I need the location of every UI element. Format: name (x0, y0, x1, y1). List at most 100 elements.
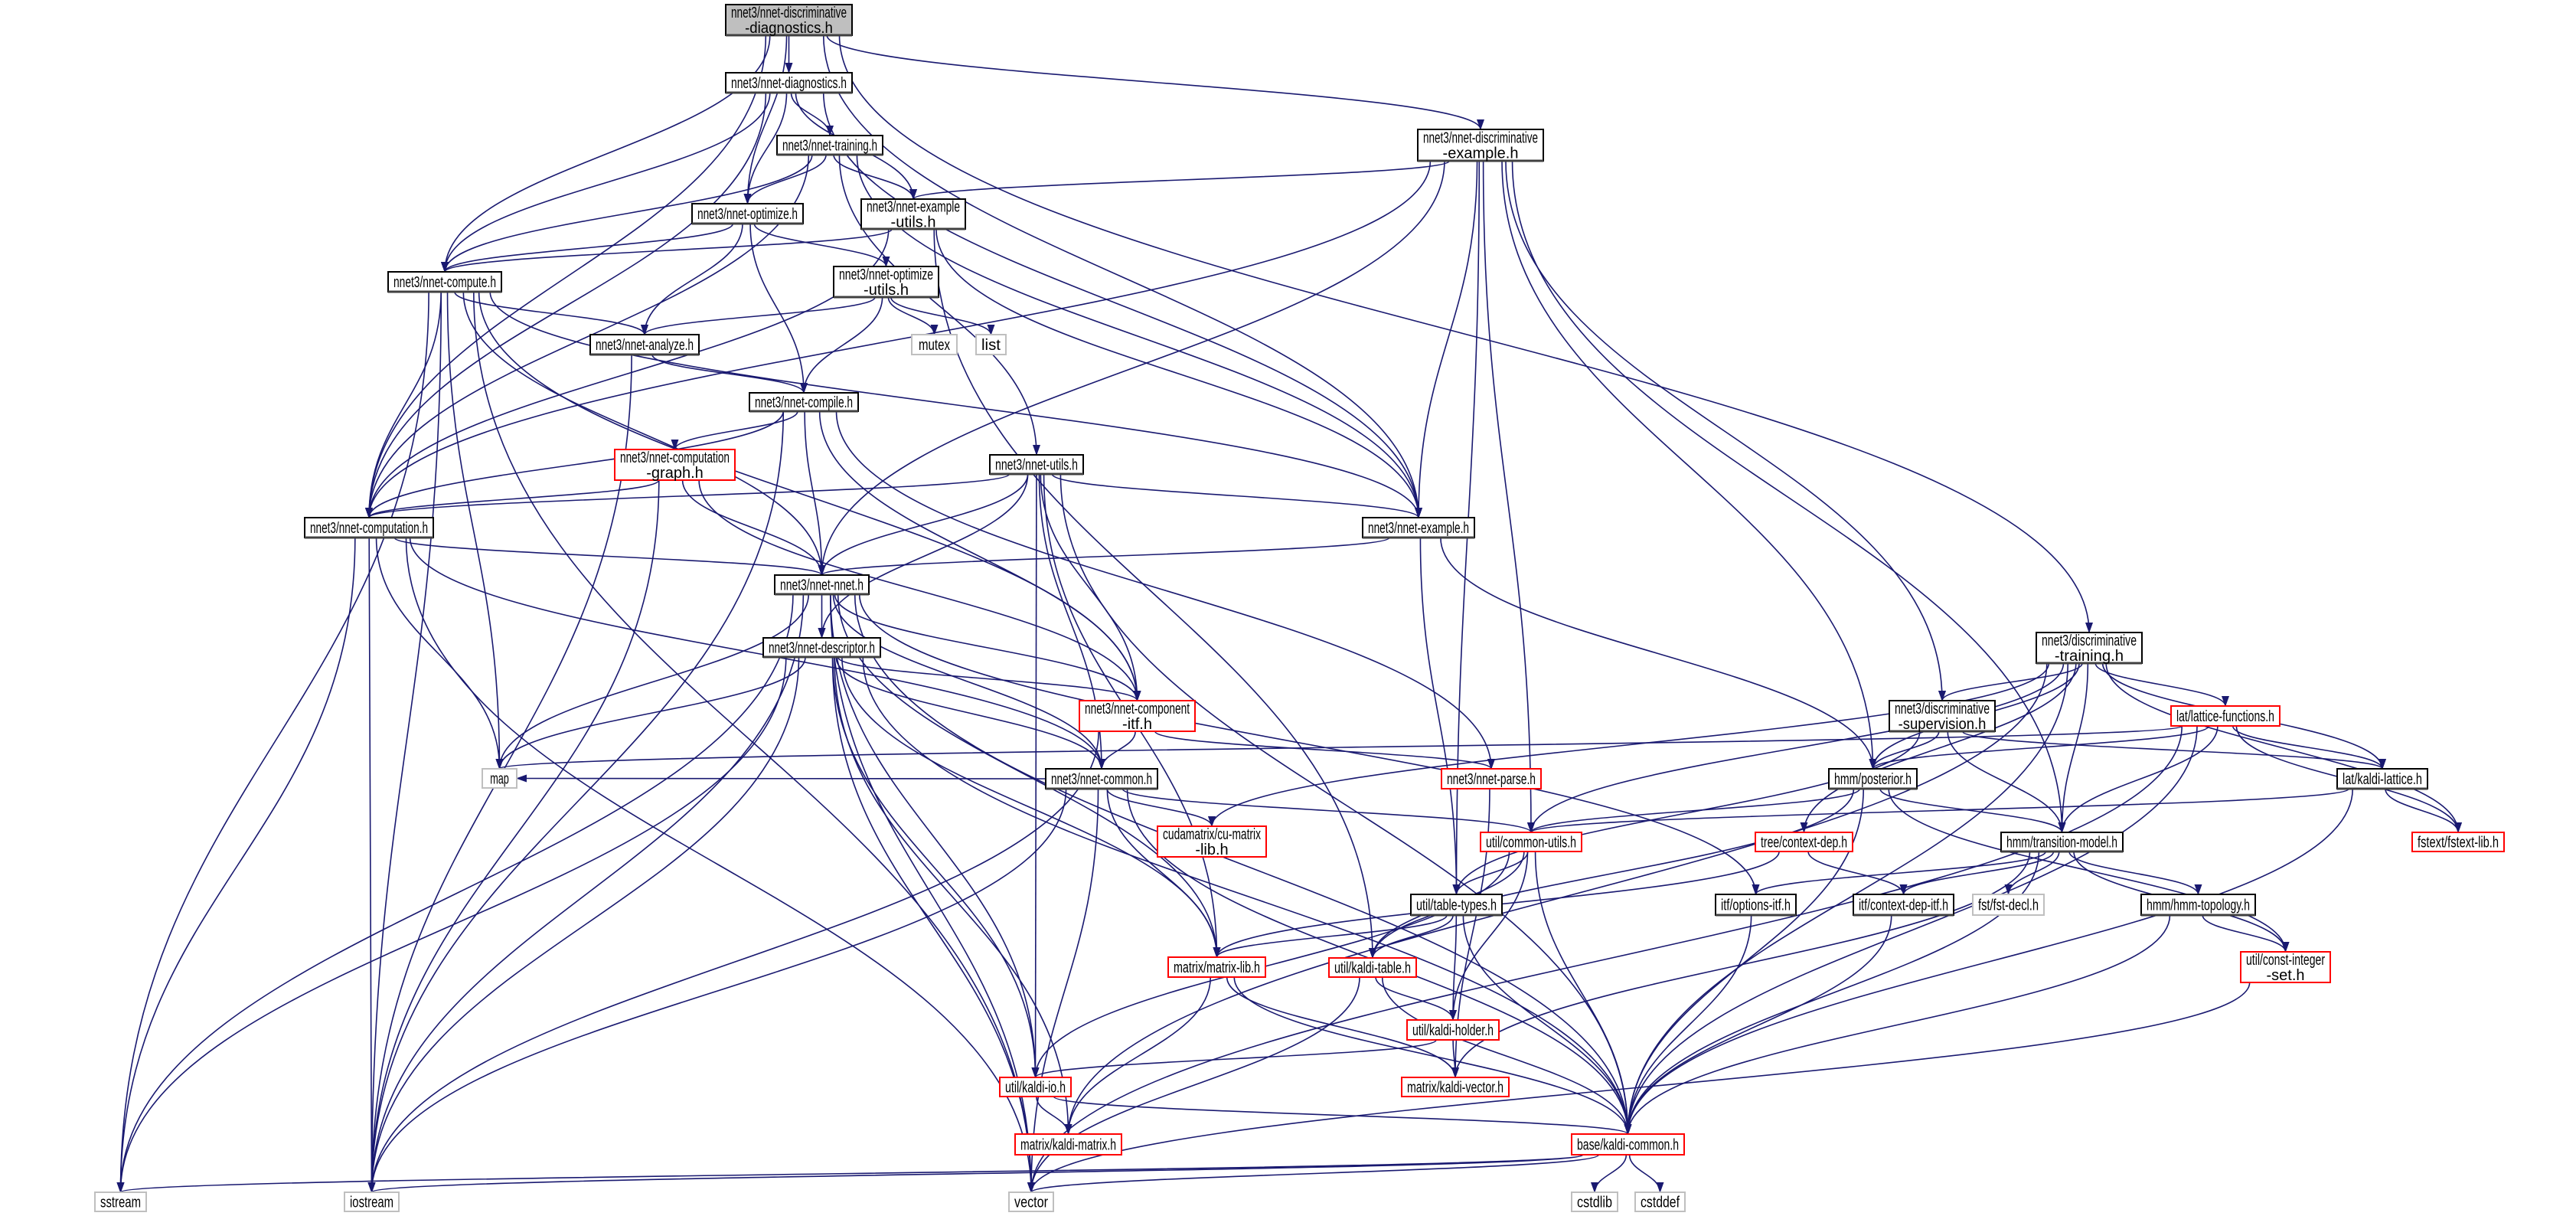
edge-hmm-transition-model-h-to-hmm-hmm-topology-h (2068, 851, 2202, 895)
node-box (691, 203, 804, 224)
node-nnet3-nnet-discriminative-diagnostics-h[interactable]: nnet3/nnet-discriminative-diagnostics.h (725, 4, 853, 37)
edge-base-kaldi-common-h-to-sstream (117, 1154, 1584, 1193)
edge-nnet3-discriminative-supervision-h-to-util-table-types-h (1452, 731, 1921, 895)
node-util-kaldi-holder-h[interactable]: util/kaldi-holder.h (1406, 1019, 1500, 1041)
edge-nnet3-discriminative-training-h-to-lat-lattice-functions-h (2094, 662, 2229, 707)
edge-base-kaldi-common-h-to-vector (1027, 1154, 1600, 1193)
node-box (1406, 1019, 1500, 1041)
node-nnet3-nnet-component-itf-h[interactable]: nnet3/nnet-component-itf.h (1079, 700, 1196, 733)
edge-nnet3-nnet-descriptor-h-to-matrix-kaldi-matrix-h (834, 656, 1073, 1135)
node-hmm-hmm-topology-h[interactable]: hmm/hmm-topology.h (2140, 894, 2256, 917)
node-box (762, 637, 881, 658)
node-box (614, 449, 736, 481)
node-label: nnet3/nnet-optimize.h (697, 206, 798, 223)
node-cudamatrix-cu-matrix-lib-h[interactable]: cudamatrix/cu-matrix-lib.h (1157, 825, 1267, 858)
node-lat-lattice-functions-h[interactable]: lat/lattice-functions.h (2170, 705, 2281, 727)
node-box (1634, 1191, 1686, 1212)
node-hmm-posterior-h[interactable]: hmm/posterior.h (1828, 768, 1918, 790)
edge-nnet3-discriminative-training-h-to-util-common-utils-h (1527, 662, 2065, 833)
node-box (344, 1191, 400, 1212)
edge-nnet3-nnet-utils-h-to-util-kaldi-io-h (1031, 473, 1040, 1078)
edge-util-common-utils-h-to-base-kaldi-common-h (1534, 851, 1632, 1135)
node-nnet3-nnet-discriminative-example-h[interactable]: nnet3/nnet-discriminative-example.h (1417, 129, 1544, 162)
node-nnet3-nnet-descriptor-h[interactable]: nnet3/nnet-descriptor.h (762, 637, 881, 659)
node-box (94, 1191, 147, 1212)
node-itf-options-itf-h[interactable]: itf/options-itf.h (1715, 894, 1797, 917)
node-label: map (490, 771, 509, 788)
node-nnet3-nnet-compute-h[interactable]: nnet3/nnet-compute.h (387, 271, 502, 293)
node-label: util/kaldi-io.h (1005, 1080, 1066, 1097)
node-box (1972, 894, 2045, 916)
edge-base-kaldi-common-h-to-cstddef (1628, 1154, 1664, 1193)
node-util-common-utils-h[interactable]: util/common-utils.h (1480, 832, 1582, 852)
node-util-table-types-h[interactable]: util/table-types.h (1410, 894, 1503, 917)
edge-nnet3-nnet-descriptor-h-to-nnet3-nnet-component-itf-h (837, 656, 1141, 701)
edge-nnet3-nnet-diagnostics-h-to-nnet3-nnet-example-h (822, 92, 1422, 518)
edge-nnet3-nnet-descriptor-h-to-sstream (116, 656, 787, 1193)
node-nnet3-nnet-utils-h[interactable]: nnet3/nnet-utils.h (989, 454, 1084, 476)
node-nnet3-nnet-analyze-h[interactable]: nnet3/nnet-analyze.h (589, 334, 700, 356)
node-itf-context-dep-itf-h[interactable]: itf/context-dep-itf.h (1853, 894, 1954, 917)
node-label: -utils.h (864, 282, 909, 299)
node-nnet3-nnet-training-h[interactable]: nnet3/nnet-training.h (776, 135, 883, 156)
node-label: hmm/posterior.h (1834, 771, 1912, 788)
edge-nnet3-nnet-nnet-h-to-sstream (116, 593, 794, 1193)
edges-layer (116, 34, 2462, 1193)
node-matrix-kaldi-matrix-h[interactable]: matrix/kaldi-matrix.h (1014, 1133, 1122, 1156)
node-label: nnet3/discriminative (2042, 633, 2137, 649)
edge-nnet3-nnet-discriminative-example-h-to-hmm-posterior-h (1501, 160, 1877, 770)
node-label: -lib.h (1195, 842, 1228, 858)
edge-nnet3-nnet-compile-h-to-nnet3-nnet-computation-graph-h (671, 410, 798, 450)
node-box (1410, 894, 1503, 916)
node-nnet3-nnet-common-h[interactable]: nnet3/nnet-common.h (1045, 768, 1158, 790)
node-nnet3-nnet-example-utils-h[interactable]: nnet3/nnet-example-utils.h (860, 198, 966, 231)
node-matrix-matrix-lib-h[interactable]: matrix/matrix-lib.h (1167, 956, 1266, 978)
node-fstext-fstext-lib-h[interactable]: fstext/fstext-lib.h (2411, 832, 2505, 852)
node-label: lat/kaldi-lattice.h (2343, 771, 2422, 788)
edge-hmm-transition-model-h-to-itf-context-dep-itf-h (1899, 851, 2055, 895)
node-util-kaldi-table-h[interactable]: util/kaldi-table.h (1328, 957, 1417, 978)
node-util-kaldi-io-h[interactable]: util/kaldi-io.h (999, 1077, 1072, 1097)
node-label: -diagnostics.h (745, 20, 833, 37)
node-nnet3-discriminative-training-h[interactable]: nnet3/discriminative-training.h (2036, 632, 2143, 665)
edge-util-kaldi-table-h-to-util-kaldi-holder-h (1375, 976, 1457, 1021)
node-box (1157, 825, 1267, 858)
node-label: fstext/fstext-lib.h (2418, 835, 2499, 852)
node-util-const-integer-set-h[interactable]: util/const-integer-set.h (2240, 951, 2331, 984)
edge-util-kaldi-io-h-to-base-kaldi-common-h (1053, 1096, 1632, 1135)
node-box (1417, 129, 1544, 162)
edge-nnet3-nnet-training-h-to-nnet3-nnet-compute-h (441, 154, 813, 273)
node-nnet3-nnet-compile-h[interactable]: nnet3/nnet-compile.h (749, 392, 859, 413)
node-label: nnet3/nnet-component (1085, 701, 1190, 718)
node-label: itf/context-dep-itf.h (1859, 897, 1948, 914)
node-matrix-kaldi-vector-h[interactable]: matrix/kaldi-vector.h (1401, 1077, 1510, 1097)
node-base-kaldi-common-h[interactable]: base/kaldi-common.h (1571, 1133, 1685, 1156)
node-nnet3-nnet-example-h[interactable]: nnet3/nnet-example.h (1362, 517, 1475, 539)
edge-nnet3-nnet-discriminative-example-h-to-nnet3-nnet-example-utils-h (909, 160, 1451, 200)
node-label: nnet3/nnet-diagnostics.h (731, 75, 847, 92)
node-box (1853, 894, 1954, 916)
node-nnet3-nnet-optimize-h[interactable]: nnet3/nnet-optimize.h (691, 203, 804, 225)
edge-util-table-types-h-to-util-kaldi-holder-h (1449, 914, 1458, 1021)
node-tree-context-dep-h[interactable]: tree/context-dep.h (1755, 832, 1853, 852)
node-nnet3-nnet-computation-h[interactable]: nnet3/nnet-computation.h (304, 517, 434, 539)
nodes-layer: nnet3/nnet-discriminative-diagnostics.h n… (94, 4, 2505, 1212)
edge-lat-lattice-functions-h-to-hmm-transition-model-h (2058, 725, 2218, 833)
edge-nnet3-nnet-common-h-to-cudamatrix-cu-matrix-lib-h (1106, 788, 1216, 827)
node-nnet3-nnet-parse-h[interactable]: nnet3/nnet-parse.h (1441, 768, 1542, 789)
node-nnet3-nnet-computation-graph-h[interactable]: nnet3/nnet-computation-graph.h (614, 449, 736, 482)
node-nnet3-nnet-diagnostics-h[interactable]: nnet3/nnet-diagnostics.h (725, 72, 853, 94)
edge-lat-lattice-functions-h-to-lat-kaldi-lattice-h (2232, 725, 2386, 770)
edge-nnet3-nnet-discriminative-diagnostics-h-to-nnet3-nnet-discriminative-example-h (826, 34, 1484, 130)
node-label: iostream (350, 1195, 393, 1211)
node-hmm-transition-model-h[interactable]: hmm/transition-model.h (2000, 832, 2124, 853)
edge-nnet3-nnet-compute-h-to-map (446, 291, 504, 770)
node-nnet3-discriminative-supervision-h[interactable]: nnet3/discriminative-supervision.h (1889, 700, 1996, 733)
node-nnet3-nnet-nnet-h[interactable]: nnet3/nnet-nnet.h (774, 574, 870, 596)
node-label: base/kaldi-common.h (1577, 1137, 1679, 1154)
edge-nnet3-nnet-compute-h-to-sstream (116, 291, 429, 1193)
node-label: nnet3/nnet-descriptor.h (769, 640, 875, 657)
edge-util-table-types-h-to-base-kaldi-common-h (1462, 914, 1632, 1135)
node-nnet3-nnet-optimize-utils-h[interactable]: nnet3/nnet-optimize-utils.h (833, 266, 939, 299)
node-lat-kaldi-lattice-h[interactable]: lat/kaldi-lattice.h (2336, 768, 2428, 790)
